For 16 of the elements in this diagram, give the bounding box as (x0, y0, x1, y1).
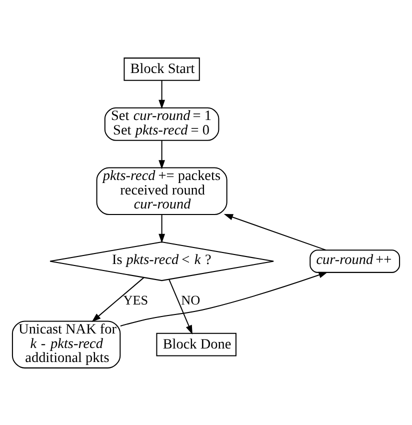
edge-label: YES (123, 292, 148, 307)
node-box: pkts-recd += packets received round cur-round (96, 166, 228, 215)
arrow (168, 278, 192, 334)
node-diamond: Is pkts-recd < k ? (50, 240, 274, 281)
arrow (158, 140, 166, 169)
node-box: Unicast NAK for k - pkts-recd additional pkts (12, 320, 121, 368)
node-box: Block Done (156, 332, 236, 356)
edge-label: NO (181, 292, 200, 307)
arrow (120, 271, 328, 326)
arrow (92, 276, 144, 322)
node-box: cur-round ++ (310, 249, 400, 272)
node-box: Set cur-round = 1 Set pkts-recd = 0 (104, 106, 220, 140)
arrow (158, 80, 166, 109)
node-box: Block Start (124, 57, 200, 80)
arrow (158, 214, 166, 243)
arrow (224, 214, 326, 250)
